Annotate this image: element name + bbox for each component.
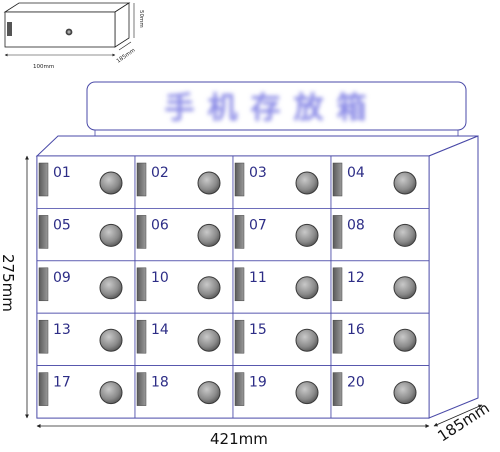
lock-icon[interactable] xyxy=(197,328,221,352)
locker-door[interactable]: 06 xyxy=(134,207,234,262)
hinge-icon xyxy=(38,372,49,406)
locker-number: 02 xyxy=(151,165,169,181)
locker-door[interactable]: 07 xyxy=(232,207,332,262)
locker-number: 15 xyxy=(249,322,267,338)
locker-door[interactable]: 20 xyxy=(330,365,430,419)
thumbnail-box xyxy=(3,2,135,57)
locker-door[interactable]: 03 xyxy=(232,155,332,209)
hinge-icon xyxy=(136,267,147,302)
locker-number: 13 xyxy=(53,322,71,338)
locker-door[interactable]: 12 xyxy=(330,260,430,314)
thumbnail-width-label: 100mm xyxy=(33,64,54,70)
locker-door[interactable]: 05 xyxy=(36,207,136,262)
locker-number: 19 xyxy=(249,375,267,391)
lock-icon[interactable] xyxy=(197,276,221,300)
thumbnail-height-label: 50mm xyxy=(138,10,144,28)
lock-icon[interactable] xyxy=(393,381,417,405)
locker-door[interactable]: 13 xyxy=(36,312,136,367)
hinge-icon xyxy=(234,215,245,249)
lock-icon[interactable] xyxy=(197,381,221,405)
locker-door[interactable]: 15 xyxy=(232,312,332,367)
locker-number: 07 xyxy=(249,217,267,233)
hinge-icon xyxy=(136,372,147,406)
locker-number: 08 xyxy=(347,217,365,233)
lock-icon[interactable] xyxy=(197,223,221,247)
hinge-icon xyxy=(136,319,147,354)
lock-icon[interactable] xyxy=(99,276,123,300)
hinge-icon xyxy=(136,162,147,197)
locker-door[interactable]: 19 xyxy=(232,365,332,419)
hinge-icon xyxy=(38,319,49,354)
locker-number: 04 xyxy=(347,165,365,181)
hinge-icon xyxy=(332,162,343,197)
locker-door[interactable]: 17 xyxy=(36,365,136,419)
locker-door[interactable]: 14 xyxy=(134,312,234,367)
hinge-icon xyxy=(234,319,245,354)
locker-number: 06 xyxy=(151,217,169,233)
hinge-icon xyxy=(234,372,245,406)
hinge-icon xyxy=(38,162,49,197)
header-sign-text: 手机存放箱 xyxy=(165,91,380,126)
locker-grid: 01 02 03 04 05 06 07 08 09 10 11 12 13 14 15 16 17 18 19 20 xyxy=(36,155,430,419)
locker-door[interactable]: 10 xyxy=(134,260,234,314)
locker-number: 03 xyxy=(249,165,267,181)
lock-icon[interactable] xyxy=(295,276,319,300)
locker-door[interactable]: 08 xyxy=(330,207,430,262)
locker-door[interactable]: 04 xyxy=(330,155,430,209)
locker-number: 12 xyxy=(347,270,365,286)
hinge-icon xyxy=(234,267,245,302)
locker-number: 11 xyxy=(249,270,267,286)
hinge-icon xyxy=(332,267,343,302)
locker-door[interactable]: 16 xyxy=(330,312,430,367)
lock-icon[interactable] xyxy=(99,171,123,195)
locker-door[interactable]: 11 xyxy=(232,260,332,314)
locker-number: 01 xyxy=(53,165,71,181)
lock-icon[interactable] xyxy=(295,328,319,352)
hinge-icon xyxy=(38,267,49,302)
hinge-icon xyxy=(38,215,49,249)
locker-door[interactable]: 09 xyxy=(36,260,136,314)
lock-icon[interactable] xyxy=(197,171,221,195)
lock-icon[interactable] xyxy=(295,381,319,405)
locker-number: 16 xyxy=(347,322,365,338)
height-dimension-label: 275mm xyxy=(0,254,17,312)
thumbnail-depth-label: 185mm xyxy=(116,48,137,65)
lock-icon[interactable] xyxy=(393,276,417,300)
lock-icon[interactable] xyxy=(99,223,123,247)
hinge-icon xyxy=(234,162,245,197)
dimension-lines xyxy=(25,155,483,428)
locker-number: 18 xyxy=(151,375,169,391)
locker-door[interactable]: 02 xyxy=(134,155,234,209)
hinge-icon xyxy=(332,215,343,249)
lock-icon[interactable] xyxy=(393,171,417,195)
locker-door[interactable]: 18 xyxy=(134,365,234,419)
hinge-icon xyxy=(332,372,343,406)
locker-number: 10 xyxy=(151,270,169,286)
lock-icon[interactable] xyxy=(295,171,319,195)
locker-number: 17 xyxy=(53,375,71,391)
lock-icon[interactable] xyxy=(393,328,417,352)
lock-icon[interactable] xyxy=(99,328,123,352)
lock-icon[interactable] xyxy=(99,381,123,405)
hinge-icon xyxy=(136,215,147,249)
hinge-icon xyxy=(332,319,343,354)
locker-door[interactable]: 01 xyxy=(36,155,136,209)
locker-number: 14 xyxy=(151,322,169,338)
lock-icon[interactable] xyxy=(393,223,417,247)
locker-number: 09 xyxy=(53,270,71,286)
locker-number: 05 xyxy=(53,217,71,233)
width-dimension-label: 421mm xyxy=(210,430,268,448)
lock-icon[interactable] xyxy=(295,223,319,247)
locker-number: 20 xyxy=(347,375,365,391)
